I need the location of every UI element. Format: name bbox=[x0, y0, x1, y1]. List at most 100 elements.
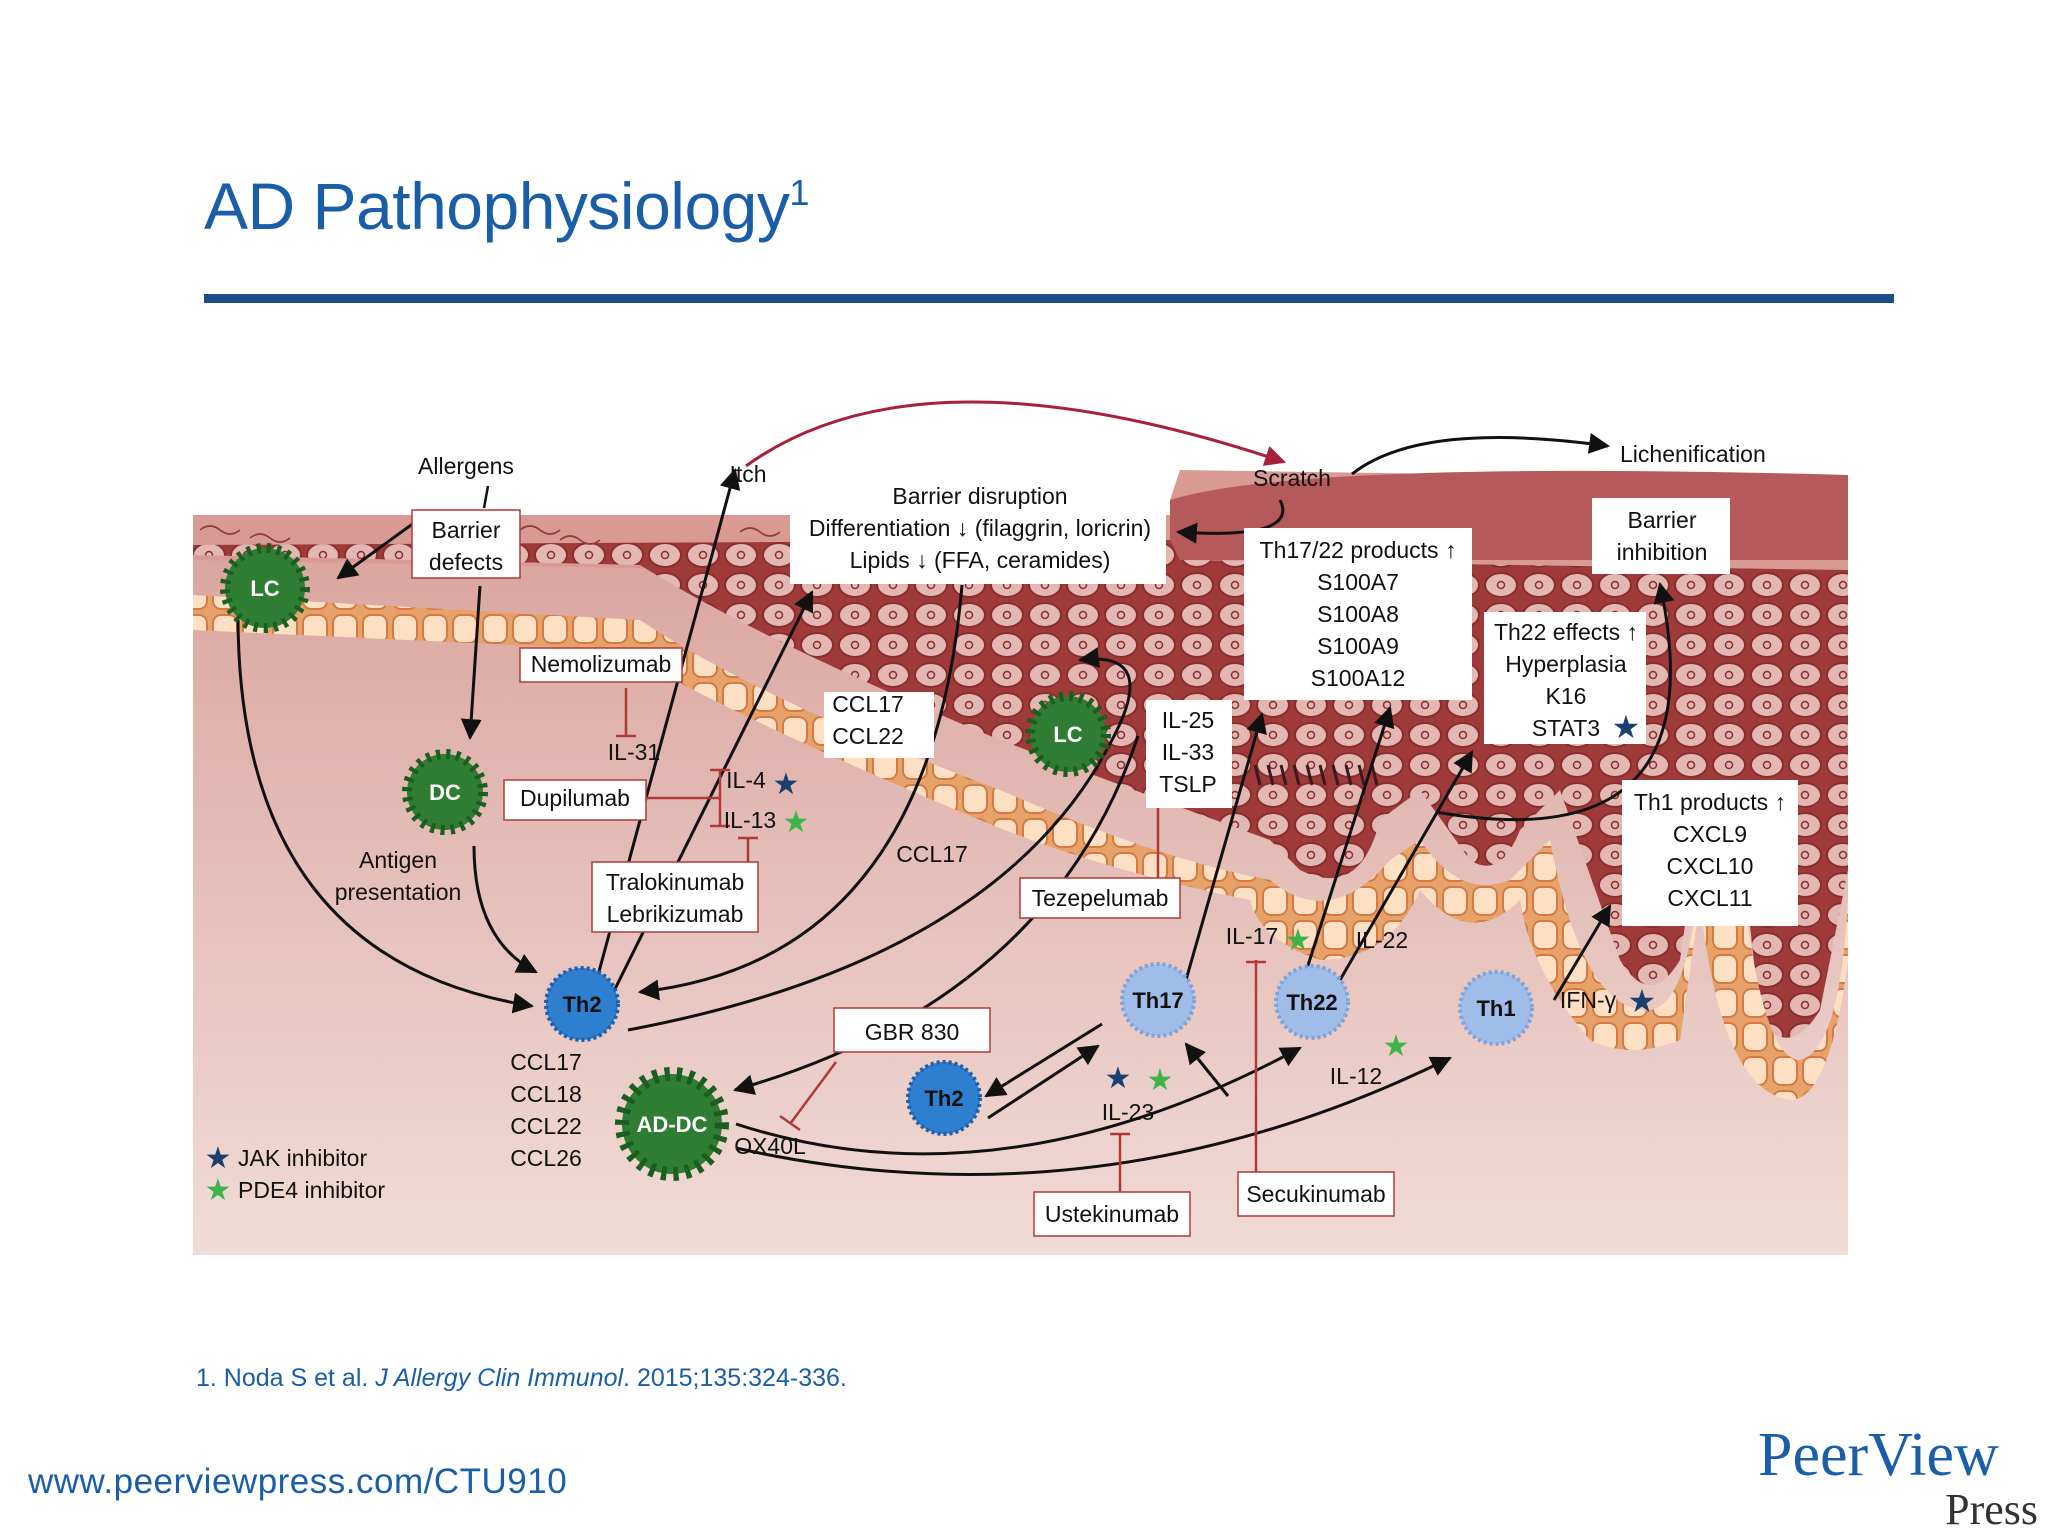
nemolizumab-box bbox=[519, 647, 683, 683]
title-superscript: 1 bbox=[789, 172, 809, 213]
lebrikizumab-label: Lebrikizumab bbox=[607, 901, 744, 927]
il25-box bbox=[1146, 700, 1232, 808]
tralokinumab-box bbox=[591, 861, 759, 933]
label-boxes bbox=[411, 480, 1798, 1237]
citation-suffix: . 2015;135:324-336. bbox=[623, 1364, 847, 1392]
ox40l-label: OX40L bbox=[734, 1133, 806, 1159]
barrier-defects-label-1: Barrier bbox=[431, 517, 500, 543]
peerview-logo: PeerView Press bbox=[1758, 1420, 2044, 1536]
lc-mid-label: LC bbox=[1053, 722, 1082, 747]
secukinumab-label: Secukinumab bbox=[1246, 1181, 1385, 1207]
chemokine-ccl26: CCL26 bbox=[510, 1145, 582, 1171]
tralokinumab-label: Tralokinumab bbox=[606, 869, 744, 895]
ccl17-mid-label: CCL17 bbox=[896, 841, 968, 867]
website-link[interactable]: www.peerviewpress.com/CTU910 bbox=[28, 1462, 568, 1501]
dc-cell: DC bbox=[402, 749, 488, 835]
th2-cell-main: Th2 bbox=[544, 966, 620, 1042]
legend-pde4-star-icon: ★ bbox=[205, 1173, 232, 1208]
slide-title: AD Pathophysiology1 bbox=[204, 168, 809, 244]
jak-star-icon: ★ bbox=[1105, 1061, 1132, 1096]
lc-cell-left: LC bbox=[220, 543, 310, 633]
jak-star-icon: ★ bbox=[773, 767, 800, 802]
ifng-label: IFN-γ bbox=[1560, 987, 1617, 1013]
diagram-text: Allergens Barrier defects Itch Scratch L… bbox=[335, 441, 1786, 1227]
barrier-inhibition-line-1: Barrier bbox=[1627, 507, 1696, 533]
lichenification-label: Lichenification bbox=[1620, 441, 1766, 467]
tslp-label: TSLP bbox=[1159, 771, 1217, 797]
barrier-defects-box bbox=[411, 509, 521, 579]
pde4-star-icon: ★ bbox=[783, 805, 810, 840]
barrier-disruption-box bbox=[790, 480, 1166, 584]
th17-label: Th17 bbox=[1132, 988, 1183, 1013]
th22-label: Th22 bbox=[1286, 990, 1337, 1015]
antigen-line-1: Antigen bbox=[359, 847, 437, 873]
jak-star-icon: ★ bbox=[1628, 982, 1657, 1020]
ccl17-top-label: CCL17 bbox=[832, 691, 904, 717]
secukinumab-box bbox=[1237, 1171, 1395, 1217]
ad-dc-label: AD-DC bbox=[637, 1112, 708, 1137]
th1722-products-box bbox=[1244, 528, 1472, 700]
tezepelumab-label: Tezepelumab bbox=[1032, 885, 1169, 911]
citation-prefix: 1. Noda S et al. bbox=[196, 1364, 376, 1392]
barrier-disruption-line-3: Lipids ↓ (FFA, ceramides) bbox=[850, 547, 1111, 573]
th2-main-label: Th2 bbox=[562, 992, 601, 1017]
il12-label: IL-12 bbox=[1330, 1063, 1382, 1089]
antigen-line-2: presentation bbox=[335, 879, 462, 905]
il23-label: IL-23 bbox=[1102, 1099, 1154, 1125]
il31-label: IL-31 bbox=[608, 739, 660, 765]
th1-cell: Th1 bbox=[1458, 970, 1534, 1046]
dupilumab-box bbox=[503, 779, 647, 821]
barrier-inhibition-line-2: inhibition bbox=[1617, 539, 1708, 565]
logo-peerview: PeerView bbox=[1758, 1421, 1999, 1489]
ustekinumab-label: Ustekinumab bbox=[1045, 1201, 1179, 1227]
ccl17-22-box bbox=[824, 692, 934, 758]
th1722-line-0: Th17/22 products ↑ bbox=[1260, 537, 1457, 563]
chemokine-ccl18: CCL18 bbox=[510, 1081, 582, 1107]
ad-dc-cell: AD-DC bbox=[615, 1067, 729, 1181]
th1-products-line-0: Th1 products ↑ bbox=[1634, 789, 1786, 815]
th22-effects-line-3: STAT3 bbox=[1532, 715, 1600, 741]
pde4-star-icon: ★ bbox=[1285, 923, 1312, 958]
slide-title-text: AD Pathophysiology bbox=[204, 169, 790, 243]
pde4-star-icon: ★ bbox=[1147, 1063, 1174, 1098]
il13-label: IL-13 bbox=[724, 807, 776, 833]
th1722-line-3: S100A9 bbox=[1317, 633, 1399, 659]
logo-press: Press bbox=[1945, 1485, 2038, 1534]
th1-products-line-1: CXCL9 bbox=[1673, 821, 1747, 847]
th22-effects-line-0: Th22 effects ↑ bbox=[1494, 619, 1638, 645]
dc-label: DC bbox=[429, 780, 461, 805]
th1-products-line-3: CXCL11 bbox=[1667, 885, 1752, 911]
gbr830-label: GBR 830 bbox=[865, 1019, 960, 1045]
pde4-star-icon: ★ bbox=[1383, 1029, 1410, 1064]
inhibitor-stars: ★ ★ ★ ★ ★ ★ ★ ★ bbox=[773, 708, 1657, 1098]
il4-label: IL-4 bbox=[726, 767, 766, 793]
il33-label: IL-33 bbox=[1162, 739, 1214, 765]
th17-cell: Th17 bbox=[1120, 962, 1196, 1038]
itch-label: Itch bbox=[729, 461, 766, 487]
lc-cell-mid: LC bbox=[1025, 691, 1111, 777]
itch-scratch-arrow bbox=[745, 400, 1286, 468]
chemokine-ccl22: CCL22 bbox=[510, 1113, 582, 1139]
th1-products-line-2: CXCL10 bbox=[1667, 853, 1754, 879]
legend-pde4-label: PDE4 inhibitor bbox=[238, 1177, 385, 1203]
barrier-disruption-line-1: Barrier disruption bbox=[892, 483, 1067, 509]
legend-jak-star-icon: ★ bbox=[205, 1141, 232, 1176]
title-rule bbox=[204, 294, 1894, 303]
dupilumab-label: Dupilumab bbox=[520, 785, 630, 811]
th22-cell: Th22 bbox=[1274, 964, 1350, 1040]
il22-label: IL-22 bbox=[1356, 927, 1408, 953]
barrier-disruption-line-2: Differentiation ↓ (filaggrin, loricrin) bbox=[809, 515, 1151, 541]
gbr830-box bbox=[833, 1007, 991, 1053]
citation-journal: J Allergy Clin Immunol bbox=[375, 1364, 624, 1392]
chemokine-ccl17: CCL17 bbox=[510, 1049, 582, 1075]
th1722-line-2: S100A8 bbox=[1317, 601, 1399, 627]
th1722-line-4: S100A12 bbox=[1311, 665, 1406, 691]
barrier-inhibition-box bbox=[1592, 498, 1730, 574]
il25-label: IL-25 bbox=[1162, 707, 1214, 733]
corneum-waves bbox=[199, 525, 1101, 545]
tezepelumab-box bbox=[1019, 877, 1181, 919]
allergens-label: Allergens bbox=[418, 453, 514, 479]
th2-cell-secondary: Th2 bbox=[906, 1060, 982, 1136]
barrier-defects-label-2: defects bbox=[429, 549, 503, 575]
